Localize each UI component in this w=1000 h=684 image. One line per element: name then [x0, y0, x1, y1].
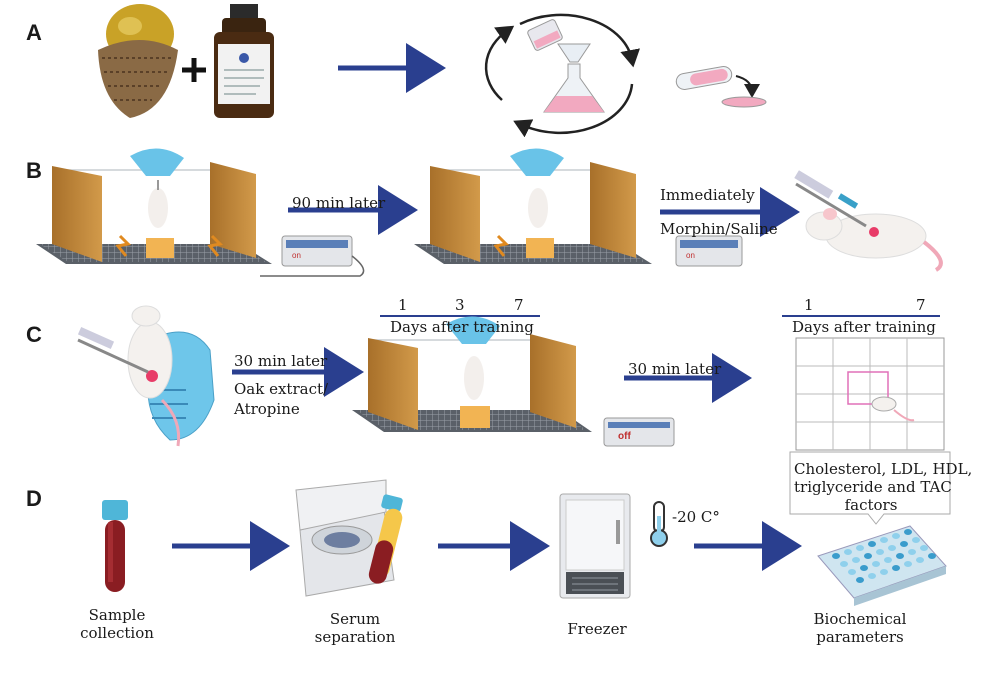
label-step-2-line1: Serum — [329, 610, 381, 628]
label-step-2-line2: separation — [314, 628, 396, 646]
shock-device-b2: on — [675, 235, 743, 267]
plate-well — [888, 545, 896, 551]
panel-letter-b: B — [26, 158, 42, 183]
plate-well — [880, 537, 888, 543]
plus-icon — [182, 58, 206, 82]
label-30-min-later-2: 30 min later — [628, 360, 722, 378]
label-step-1-line2: collection — [80, 624, 154, 642]
oak-acorn-icon — [98, 4, 178, 118]
label-morphin-saline: Morphin/Saline — [660, 220, 778, 238]
label-days-after-training-2: Days after training — [792, 318, 936, 336]
timeline-2-day-1: 1 — [804, 296, 814, 314]
panel-letter-a: A — [26, 20, 42, 45]
plate-well — [868, 541, 876, 547]
label-step-1-line1: Sample — [88, 606, 146, 624]
plate-well — [872, 561, 880, 567]
plate-well — [892, 533, 900, 539]
plate-well — [876, 549, 884, 555]
microplate-icon — [817, 525, 947, 606]
label-atropine: Atropine — [234, 400, 300, 418]
plate-well — [884, 557, 892, 563]
plate-well — [860, 565, 868, 571]
plate-well — [896, 553, 904, 559]
plate-well — [908, 549, 916, 555]
shock-device-b1: on — [260, 235, 365, 277]
plate-well — [892, 565, 900, 571]
label-temperature: -20 C° — [672, 508, 720, 526]
extraction-cycle-icon — [484, 13, 640, 138]
plate-well — [868, 573, 876, 579]
plate-well — [920, 545, 928, 551]
callout-box — [789, 451, 951, 525]
open-field-grid — [795, 337, 945, 451]
plate-well — [840, 561, 848, 567]
plate-well — [856, 545, 864, 551]
plate-well — [880, 569, 888, 575]
svg-text:off: off — [618, 431, 631, 442]
label-immediately: Immediately — [660, 186, 755, 204]
plate-well — [916, 557, 924, 563]
hand-held-mouse-icon — [77, 305, 215, 447]
label-step-4-line1: Biochemical — [813, 610, 907, 628]
label-oak-extract: Oak extract/ — [234, 380, 329, 398]
svg-text:on: on — [292, 251, 301, 260]
plate-well — [848, 569, 856, 575]
solvent-bottle-icon — [214, 4, 274, 118]
plate-well — [856, 577, 864, 583]
plate-well — [904, 561, 912, 567]
timeline-2-day-7: 7 — [916, 296, 926, 314]
label-90-min-later: 90 min later — [292, 194, 386, 212]
centrifuge-icon — [295, 479, 403, 597]
plate-well — [852, 557, 860, 563]
mouse-injection-icon — [794, 170, 943, 272]
label-30-min-later-1: 30 min later — [234, 352, 328, 370]
plate-well — [904, 529, 912, 535]
timeline-1-day-1: 1 — [398, 296, 408, 314]
timeline-1-day-3: 3 — [455, 296, 465, 314]
label-factors-line1: Cholesterol, LDL, HDL, — [794, 460, 973, 478]
plate-well — [844, 549, 852, 555]
plate-well — [832, 553, 840, 559]
svg-text:on: on — [686, 251, 695, 260]
avoidance-box-c — [352, 316, 592, 432]
avoidance-box-b2 — [414, 148, 652, 264]
test-tube-petri-icon — [675, 66, 767, 108]
label-step-3: Freezer — [567, 620, 627, 638]
label-days-after-training-1: Days after training — [390, 318, 534, 336]
panel-letter-d: D — [26, 486, 42, 511]
plate-well — [928, 553, 936, 559]
shock-device-c: off — [603, 417, 675, 447]
plate-well — [912, 537, 920, 543]
panel-letter-c: C — [26, 322, 42, 347]
plate-well — [864, 553, 872, 559]
avoidance-box-b1 — [36, 148, 272, 264]
thermometer-icon — [650, 501, 668, 547]
label-factors-line3: factors — [844, 496, 898, 514]
label-step-4-line2: parameters — [816, 628, 904, 646]
freezer-icon — [559, 493, 631, 599]
label-factors-line2: triglyceride and TAC — [794, 478, 952, 496]
timeline-1-day-7: 7 — [514, 296, 524, 314]
blood-tube-icon — [102, 500, 128, 592]
plate-well — [900, 541, 908, 547]
